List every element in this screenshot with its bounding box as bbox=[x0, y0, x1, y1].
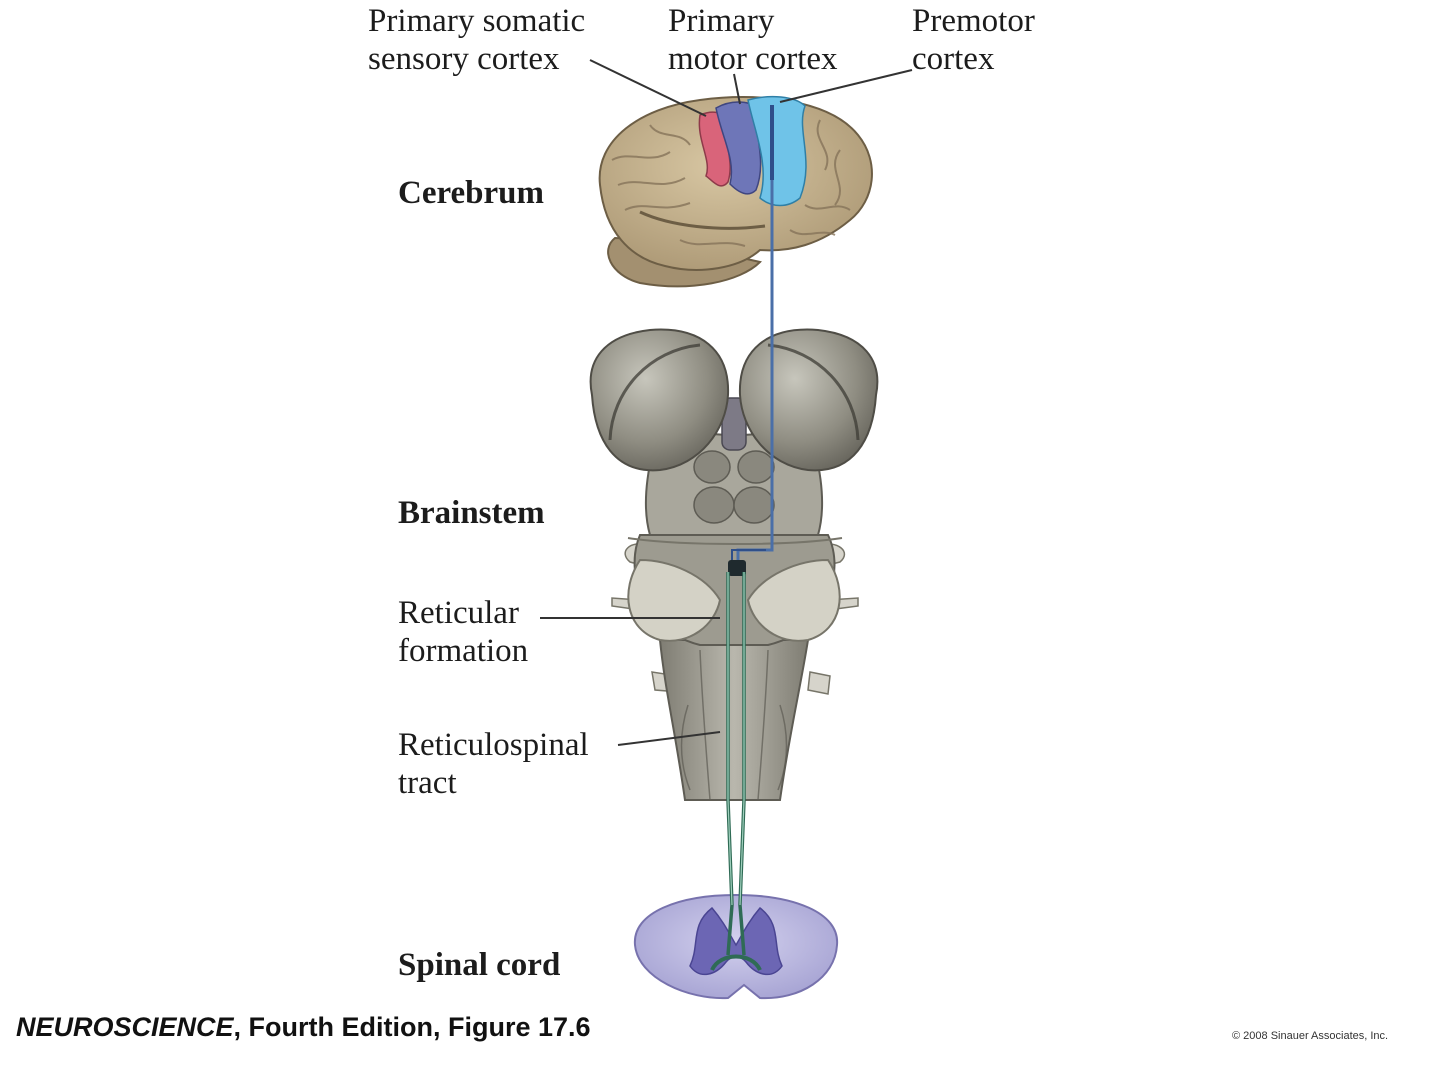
figure-caption: NEUROSCIENCE, Fourth Edition, Figure 17.… bbox=[16, 1012, 591, 1043]
copyright-notice: © 2008 Sinauer Associates, Inc. bbox=[1232, 1030, 1389, 1042]
label-reticular-line1: Reticular bbox=[398, 595, 519, 631]
label-cerebrum: Cerebrum bbox=[398, 175, 545, 211]
premotor-cortex-region bbox=[747, 95, 807, 207]
label-premotor-line1: Premotor bbox=[912, 3, 1035, 39]
cerebrum-illustration bbox=[598, 95, 873, 288]
colliculi bbox=[693, 450, 775, 524]
right-thalamus bbox=[738, 328, 879, 472]
label-leader-lines bbox=[540, 59, 913, 746]
label-premotor-line2: cortex bbox=[912, 41, 995, 77]
leader-reticulospinal-tract bbox=[617, 731, 721, 746]
label-primary-motor-line2: motor cortex bbox=[668, 41, 838, 77]
label-spinal-cord: Spinal cord bbox=[398, 947, 561, 983]
label-primary-somatic-line1: Primary somatic bbox=[368, 3, 586, 39]
left-thalamus bbox=[589, 328, 730, 472]
left-cerebellar-peduncle bbox=[627, 558, 722, 642]
medulla-ridges bbox=[680, 649, 788, 801]
gyri-pattern bbox=[611, 119, 851, 247]
label-reticulospinal-line2: tract bbox=[398, 765, 457, 801]
spinal-cord-cross-section bbox=[633, 893, 839, 1000]
leader-somatic-sensory bbox=[589, 59, 707, 117]
temporal-lobe bbox=[639, 210, 766, 230]
label-primary-motor-line1: Primary bbox=[668, 3, 775, 39]
leader-primary-motor bbox=[733, 73, 741, 105]
label-brainstem: Brainstem bbox=[398, 495, 545, 531]
label-primary-somatic-line2: sensory cortex bbox=[368, 41, 560, 77]
thalamus-grooves bbox=[608, 343, 860, 441]
caption-book-title: NEUROSCIENCE bbox=[16, 1012, 234, 1042]
central-canal-loop bbox=[710, 954, 762, 972]
gray-matter-butterfly bbox=[689, 906, 783, 976]
medulla bbox=[658, 639, 810, 801]
label-reticular-line2: formation bbox=[398, 633, 529, 669]
reticular-nucleus-marker bbox=[728, 560, 746, 576]
label-reticulospinal-line1: Reticulospinal bbox=[398, 727, 589, 763]
right-cerebellar-peduncle bbox=[746, 558, 841, 642]
pons-band bbox=[627, 537, 843, 545]
caption-edition-figure: , Fourth Edition, Figure 17.6 bbox=[233, 1012, 591, 1042]
leader-premotor bbox=[779, 69, 913, 103]
